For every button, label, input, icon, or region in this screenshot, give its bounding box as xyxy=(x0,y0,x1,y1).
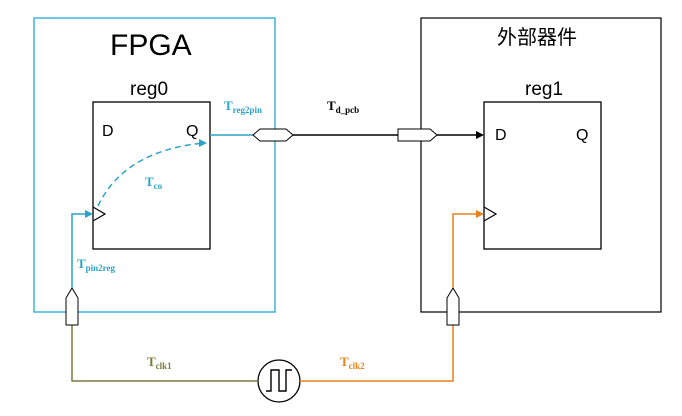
reg0-clk-arrowhead xyxy=(85,210,93,218)
label-t-pin2reg: Tpin2reg xyxy=(77,256,116,273)
reg1-port-q: Q xyxy=(576,127,588,144)
external-device-title: 外部器件 xyxy=(497,26,577,49)
ext-internal-clock-wire xyxy=(452,213,478,288)
fpga-clock-pin-buffer-icon xyxy=(65,287,79,326)
label-t-clk2: Tclk2 xyxy=(340,354,365,371)
clk1-wire xyxy=(71,325,258,382)
reg0-box xyxy=(92,101,211,250)
reg1-clk-arrowhead xyxy=(476,210,484,218)
square-wave-glyph xyxy=(266,369,292,392)
tco-dashed-curve xyxy=(97,142,205,207)
fpga-internal-clock-wire xyxy=(71,213,87,288)
reg1-port-d: D xyxy=(495,127,507,144)
tco-arrowhead xyxy=(199,139,207,147)
label-t-reg2pin: Treg2pin xyxy=(224,98,262,115)
reg0-clock-triangle xyxy=(92,206,107,222)
label-t-d-pcb: Td_pcb xyxy=(327,98,359,115)
clk2-wire xyxy=(300,325,454,382)
reg1-clock-triangle xyxy=(483,206,498,222)
label-t-clk1: Tclk1 xyxy=(147,354,172,371)
reg0-port-q: Q xyxy=(186,123,198,140)
reg0-port-d: D xyxy=(102,123,114,140)
label-t-co: Tco xyxy=(145,174,163,191)
input-pin-buffer-icon xyxy=(397,128,438,142)
fpga-block xyxy=(33,17,276,313)
fpga-title: FPGA xyxy=(110,29,192,62)
reg1-d-arrowhead xyxy=(476,131,484,139)
ext-clock-pin-buffer-icon xyxy=(446,287,460,326)
reg1-label: reg1 xyxy=(525,79,563,100)
output-pin-buffer-icon xyxy=(252,128,294,142)
external-device-block xyxy=(420,17,662,313)
reg1-box xyxy=(483,101,602,250)
reg0-label: reg0 xyxy=(130,79,168,100)
